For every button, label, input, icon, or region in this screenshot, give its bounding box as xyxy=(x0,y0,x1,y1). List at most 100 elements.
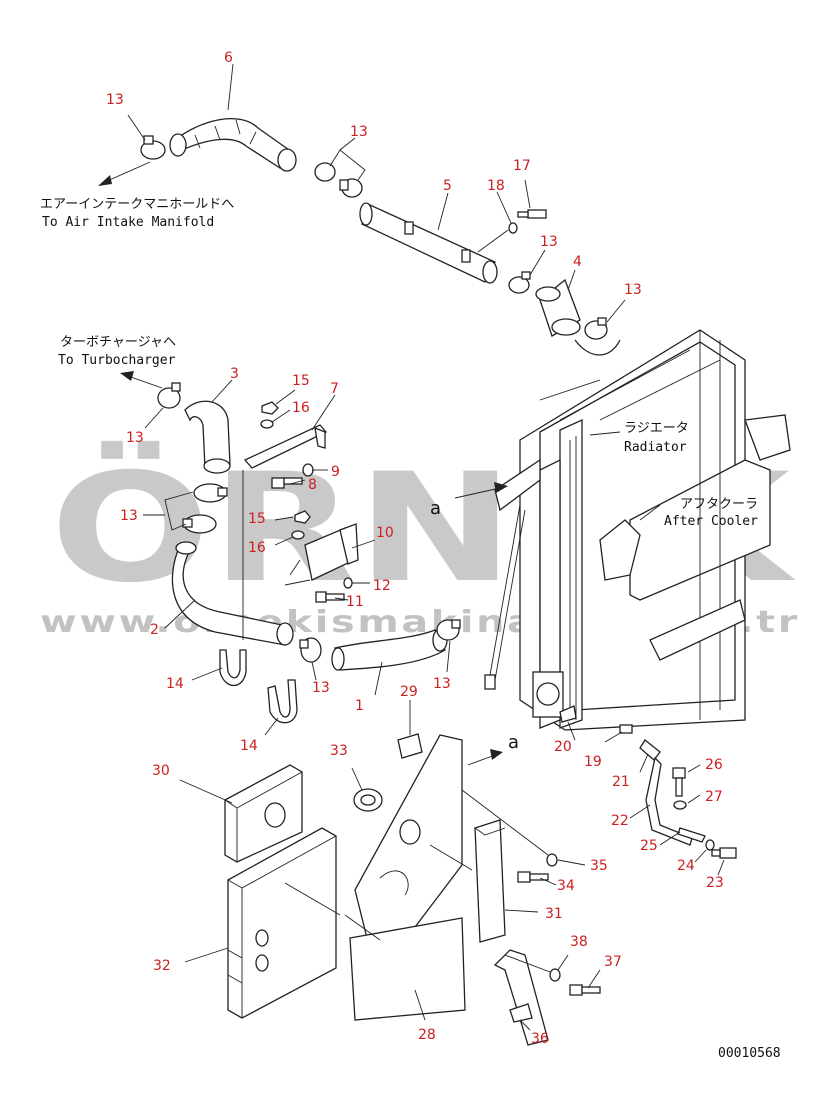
part-23-bolt xyxy=(711,847,737,859)
part-16-washer-a xyxy=(260,419,274,429)
label-27: 27 xyxy=(705,789,723,805)
label-21: 21 xyxy=(612,774,630,790)
label-14-b: 14 xyxy=(240,738,258,754)
part-7-bracket xyxy=(242,424,328,640)
part-30-pad xyxy=(224,764,303,863)
part-21-elbow xyxy=(639,739,661,761)
clamp-13-f xyxy=(182,483,228,534)
part-20-plug xyxy=(559,705,577,723)
part-38-washer xyxy=(549,968,561,982)
part-4-hose xyxy=(535,278,581,337)
drawing-number: 00010568 xyxy=(718,1046,781,1061)
label-15-a: 15 xyxy=(292,373,310,389)
part-18-washer xyxy=(508,222,518,234)
part-number-labels: 6 13 13 5 17 18 13 4 13 3 15 7 16 13 9 8… xyxy=(106,50,724,1047)
part-17-bolt xyxy=(517,209,547,219)
part-27-washer xyxy=(673,800,687,810)
caption-intake-jp: エアーインテークマニホールドへ xyxy=(40,197,234,212)
label-20: 20 xyxy=(554,739,572,755)
label-13-a: 13 xyxy=(106,92,124,108)
label-22: 22 xyxy=(611,813,629,829)
part-8-bolt xyxy=(271,477,303,489)
part-5-pipe xyxy=(359,202,498,284)
view-mark-a-upper: a xyxy=(430,498,441,519)
part-6-air-hose xyxy=(169,118,297,172)
part-25-clip xyxy=(677,827,706,843)
label-9: 9 xyxy=(331,464,340,480)
label-26: 26 xyxy=(705,757,723,773)
clamp-13-a xyxy=(140,135,166,160)
label-23: 23 xyxy=(706,875,724,891)
label-24: 24 xyxy=(677,858,695,874)
arrow-view-a-lower xyxy=(467,749,503,766)
label-13-c: 13 xyxy=(540,234,558,250)
label-8: 8 xyxy=(308,477,317,493)
clamp-13-b xyxy=(314,162,363,198)
label-13-b: 13 xyxy=(350,124,368,140)
label-15-b: 15 xyxy=(248,511,266,527)
part-14-hose-a xyxy=(219,649,247,687)
part-29-clip xyxy=(397,733,423,759)
part-36-bracket xyxy=(493,949,549,1046)
part-15-nut-b xyxy=(294,510,311,524)
label-13-d: 13 xyxy=(624,282,642,298)
label-28: 28 xyxy=(418,1027,436,1043)
arrow-to-intake xyxy=(98,161,151,186)
label-3: 3 xyxy=(230,366,239,382)
clamp-13-c xyxy=(508,271,531,294)
part-9-washer xyxy=(302,463,314,477)
clamp-13-e xyxy=(157,382,181,409)
part-15-nut-a xyxy=(261,401,279,415)
label-13-e: 13 xyxy=(126,430,144,446)
label-14-a: 14 xyxy=(166,676,184,692)
label-2: 2 xyxy=(150,622,159,638)
part-12-washer xyxy=(343,577,353,589)
label-12: 12 xyxy=(373,578,391,594)
part-10-bracket xyxy=(284,523,359,586)
label-31: 31 xyxy=(545,906,563,922)
caption-aftercooler-en: After Cooler xyxy=(664,514,758,529)
label-11: 11 xyxy=(346,594,364,610)
caption-aftercooler-jp: アフタクーラ xyxy=(680,497,758,512)
clamp-13-g xyxy=(299,637,322,663)
label-5: 5 xyxy=(443,178,452,194)
part-32-pad xyxy=(227,827,337,1019)
label-13-h: 13 xyxy=(433,676,451,692)
part-2-hose xyxy=(171,541,294,646)
part-26-bolt xyxy=(672,767,686,797)
part-19-fitting xyxy=(619,724,633,734)
part-35-washer xyxy=(546,853,558,867)
part-34-bolt xyxy=(517,871,549,883)
caption-intake-en: To Air Intake Manifold xyxy=(42,215,214,230)
part-11-bolt xyxy=(315,591,345,603)
label-6: 6 xyxy=(224,50,233,66)
view-mark-a-lower: a xyxy=(508,732,519,753)
label-32: 32 xyxy=(153,958,171,974)
caption-turbo-en: To Turbocharger xyxy=(58,353,176,368)
label-18: 18 xyxy=(487,178,505,194)
label-38: 38 xyxy=(570,934,588,950)
label-25: 25 xyxy=(640,838,658,854)
label-13-g: 13 xyxy=(312,680,330,696)
part-24-washer xyxy=(705,839,715,851)
label-10: 10 xyxy=(376,525,394,541)
label-33: 33 xyxy=(330,743,348,759)
label-17: 17 xyxy=(513,158,531,174)
part-37-bolt xyxy=(569,984,601,996)
label-30: 30 xyxy=(152,763,170,779)
view-arrow-a-upper xyxy=(454,482,508,499)
label-19: 19 xyxy=(584,754,602,770)
caption-turbo-jp: ターボチャージャヘ xyxy=(60,335,176,350)
label-1: 1 xyxy=(355,698,364,714)
label-16-b: 16 xyxy=(248,540,266,556)
arrow-to-turbo xyxy=(120,371,163,389)
label-29: 29 xyxy=(400,684,418,700)
label-37: 37 xyxy=(604,954,622,970)
label-4: 4 xyxy=(573,254,582,270)
caption-radiator-en: Radiator xyxy=(624,440,687,455)
label-13-f: 13 xyxy=(120,508,138,524)
label-36: 36 xyxy=(531,1031,549,1047)
label-7: 7 xyxy=(330,381,339,397)
label-35: 35 xyxy=(590,858,608,874)
